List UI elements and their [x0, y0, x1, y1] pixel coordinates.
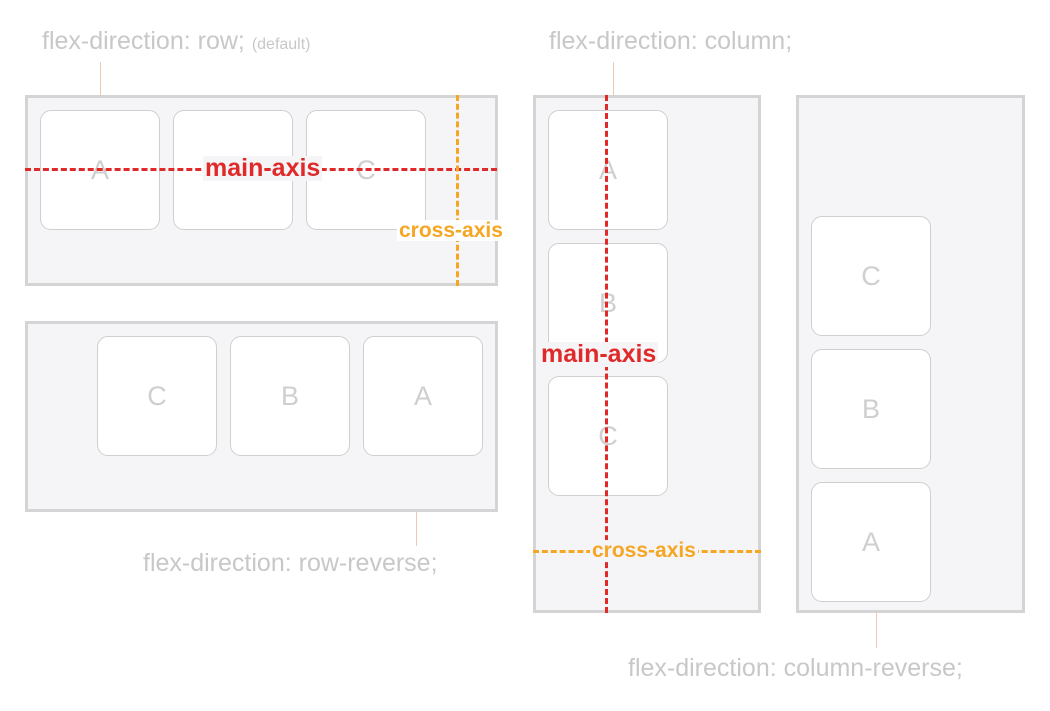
label-column: flex-direction: column;	[549, 27, 793, 55]
label-row-reverse: flex-direction: row-reverse;	[143, 549, 438, 577]
flex-item-b: B	[230, 336, 350, 456]
label-row: flex-direction: row; (default)	[42, 29, 311, 54]
main-axis-label-column: main-axis	[539, 340, 659, 368]
container-column-reverse: C B A	[796, 95, 1025, 613]
flex-item-a: A	[548, 110, 668, 230]
label-column-reverse: flex-direction: column-reverse;	[628, 654, 963, 682]
flex-item-a: A	[811, 482, 931, 602]
flex-item-c: C	[811, 216, 931, 336]
label-row-reverse-pointer	[416, 512, 417, 546]
flex-item-c: C	[97, 336, 217, 456]
label-row-text: flex-direction: row;	[42, 27, 245, 55]
container-row: A B C	[25, 95, 498, 286]
label-column-pointer	[613, 62, 614, 95]
flex-item-c: C	[548, 376, 668, 496]
label-row-pointer	[100, 62, 101, 95]
flex-item-b: B	[811, 349, 931, 469]
main-axis-label-row: main-axis	[203, 154, 323, 182]
cross-axis-line-row	[456, 95, 459, 286]
container-row-reverse: C B A	[25, 321, 498, 512]
cross-axis-label-column: cross-axis	[590, 539, 698, 562]
label-column-reverse-pointer	[876, 613, 877, 648]
label-row-default: (default)	[251, 36, 311, 53]
cross-axis-label-row: cross-axis	[397, 219, 505, 242]
flex-item-a: A	[363, 336, 483, 456]
